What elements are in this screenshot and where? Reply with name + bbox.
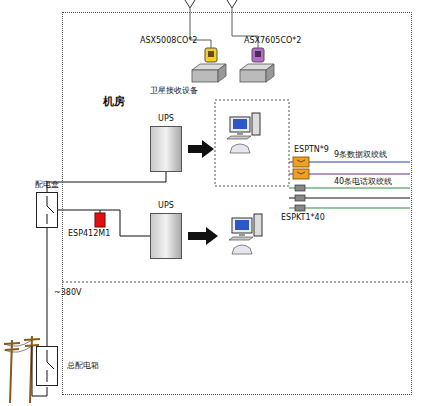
equipment-group [215, 100, 289, 186]
telephone [230, 144, 250, 153]
switch-blade [47, 362, 54, 369]
monitor-stand [237, 132, 243, 135]
distribution-box: 配电盒 [36, 192, 58, 228]
switch-lead [47, 370, 48, 382]
phone-protector [295, 195, 305, 201]
protector-detail [255, 51, 261, 57]
power-wire [47, 172, 166, 192]
protector-detail [297, 172, 305, 174]
pc-tower [252, 113, 260, 135]
pole-crossarm [24, 339, 40, 340]
node-label: 总配电箱 [67, 361, 99, 371]
antenna-protector [205, 48, 217, 62]
monitor-screen [233, 119, 247, 129]
ups-server: UPS [150, 126, 182, 172]
phone-line [289, 208, 410, 209]
data-protector [293, 169, 309, 179]
switch-lead [47, 196, 48, 206]
part-label: 卫星接收设备 [150, 86, 198, 96]
switch-blade [47, 206, 54, 213]
node-label: UPS [158, 201, 174, 211]
power-arrow [188, 227, 218, 245]
monitor [232, 218, 252, 233]
data-protector [293, 157, 309, 167]
part-label: ASX7605CO*2 [244, 36, 301, 46]
protector-detail [297, 160, 305, 162]
power-protector [95, 213, 105, 227]
switch-lead [47, 214, 48, 224]
antenna-protector [252, 48, 264, 62]
part-label: ESPTN*9 [294, 145, 329, 155]
node-label: 机房 [103, 97, 125, 107]
phone-protector [295, 185, 305, 191]
pc-tower [254, 214, 262, 236]
node-label: 配电盒 [35, 180, 59, 190]
satellite-dish [185, 0, 195, 8]
pole-crossarm [5, 349, 19, 350]
overhead-wire [4, 340, 32, 352]
receiver-side [266, 64, 274, 82]
satellite-dish [227, 0, 237, 8]
main-distribution-box: 总配电箱 [36, 346, 58, 386]
power-wire [47, 228, 48, 346]
keyboard [227, 136, 251, 139]
phone-line [289, 198, 410, 199]
part-label: 40条电话双绞线 [334, 177, 392, 187]
part-label: ESP412M1 [68, 229, 110, 239]
receiver-box [192, 70, 218, 82]
node-label: UPS [158, 114, 174, 124]
receiver-box [240, 70, 266, 82]
phone-protector [295, 205, 305, 211]
monitor-stand [239, 233, 245, 236]
power-arrow [188, 140, 214, 158]
part-label: ASX5008CO*2 [140, 36, 197, 46]
part-label: 9条数据双绞线 [334, 150, 387, 160]
monitor [230, 117, 250, 132]
part-label: ESPKT1*40 [281, 213, 325, 223]
protector-detail [208, 51, 214, 57]
pole-crossarm [4, 343, 20, 344]
ups-server: UPS [150, 213, 182, 259]
keyboard [229, 237, 253, 240]
floor-divider [62, 282, 412, 283]
phone-line [289, 188, 410, 189]
switch-lead [47, 350, 48, 362]
part-label: ~380V [54, 288, 81, 298]
receiver-side [218, 64, 226, 82]
service-wire [32, 346, 47, 396]
room-region: 机房 UPS UPS [62, 12, 412, 395]
monitor-screen [235, 220, 249, 230]
telephone [232, 245, 252, 254]
